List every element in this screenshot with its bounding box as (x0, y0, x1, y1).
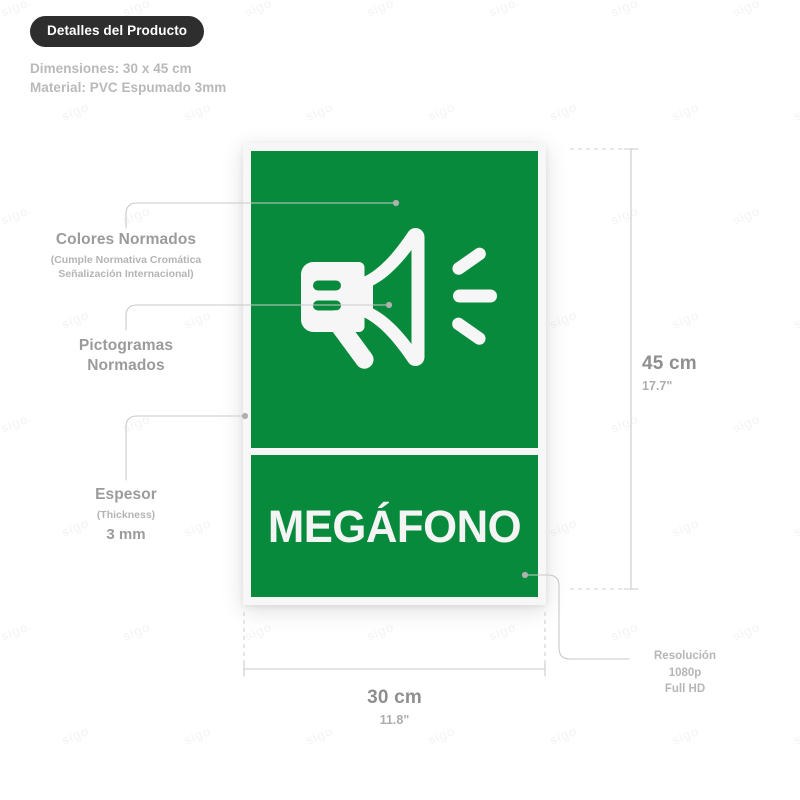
megaphone-icon (301, 227, 497, 369)
height-dimension-cm: 45 cm (642, 353, 697, 374)
watermark-text: sigo (547, 723, 579, 748)
sign-caption-text: MEGÁFONO (267, 500, 522, 552)
watermark-text: sigo (0, 619, 30, 644)
watermark-text: sigo (59, 307, 91, 332)
leader-line-espesor (125, 415, 246, 481)
watermark-text: sigo (669, 99, 701, 124)
resolution-value: 1080p (668, 666, 702, 679)
watermark-text: sigo (791, 307, 800, 332)
resolution-title: Resolución (654, 650, 716, 662)
width-dimension-label: 30 cm 11.8" (307, 686, 482, 728)
callout-espesor-value: 3 mm (106, 526, 146, 544)
watermark-text: sigo (547, 99, 579, 124)
callout-colores-normados: Colores Normados (Cumple Normativa Cromá… (11, 230, 241, 281)
watermark-text: sigo (0, 411, 30, 436)
watermark-text: sigo (303, 99, 335, 124)
watermark-text: sigo (59, 99, 91, 124)
watermark-text: sigo (181, 723, 213, 748)
width-dimension-cm: 30 cm (367, 687, 422, 708)
watermark-text: sigo (120, 619, 152, 644)
watermark-text: sigo (0, 0, 30, 20)
callout-espesor-sub: (Thickness) (96, 509, 156, 522)
watermark-text: sigo (425, 99, 457, 124)
watermark-text: sigo (791, 723, 800, 748)
watermark-text: sigo (242, 619, 274, 644)
watermark-text: sigo (669, 723, 701, 748)
resolution-quality: Full HD (664, 683, 706, 696)
spec-dimensions: Dimensiones: 30 x 45 cm (30, 60, 192, 76)
sign-caption-panel: MEGÁFONO (251, 455, 538, 597)
spec-material: Material: PVC Espumado 3mm (30, 79, 227, 95)
watermark-text: sigo (730, 203, 762, 228)
callout-pictogramas-normados: Pictogramas Normados (11, 336, 241, 376)
watermark-text: sigo (669, 307, 701, 332)
callout-espesor-title: Espesor (95, 486, 157, 503)
watermark-text: sigo (608, 411, 640, 436)
watermark-text: sigo (608, 0, 640, 20)
watermark-text: sigo (547, 307, 579, 332)
callout-colores-sub-2: Señalización Internacional) (58, 268, 194, 281)
callout-colores-sub-1: (Cumple Normativa Cromática (50, 254, 202, 267)
callout-colores-title: Colores Normados (55, 231, 197, 248)
watermark-text: sigo (181, 307, 213, 332)
height-dimension-inches: 17.7" (642, 378, 673, 393)
details-badge: Detalles del Producto (30, 16, 205, 47)
watermark-text: sigo (486, 619, 518, 644)
header-block: Detalles del Producto Dimensiones: 30 x … (30, 16, 226, 97)
width-dimension-inches: 11.8" (379, 712, 410, 727)
watermark-text: sigo (730, 411, 762, 436)
callout-pictogramas-title-2: Normados (87, 357, 165, 375)
callout-pictogramas-title-1: Pictogramas (78, 337, 174, 354)
watermark-text: sigo (59, 723, 91, 748)
watermark-text: sigo (181, 99, 213, 124)
watermark-text: sigo (486, 0, 518, 20)
sign-inner: MEGÁFONO (251, 151, 538, 597)
watermark-text: sigo (120, 203, 152, 228)
watermark-text: sigo (120, 411, 152, 436)
watermark-text: sigo (364, 0, 396, 20)
watermark-text: sigo (791, 99, 800, 124)
watermark-text: sigo (669, 515, 701, 540)
watermark-text: sigo (730, 0, 762, 20)
watermark-text: sigo (730, 619, 762, 644)
spec-list: Dimensiones: 30 x 45 cm Material: PVC Es… (30, 59, 226, 97)
height-dimension-label: 45 cm 17.7" (630, 352, 740, 394)
watermark-text: sigo (608, 203, 640, 228)
watermark-text: sigo (0, 203, 30, 228)
resolution-note: Resolución 1080p Full HD (630, 648, 740, 698)
watermark-text: sigo (791, 515, 800, 540)
watermark-text: sigo (608, 619, 640, 644)
watermark-text: sigo (364, 619, 396, 644)
sign-pictogram-panel (251, 151, 538, 448)
product-sign[interactable]: MEGÁFONO (243, 143, 546, 605)
callout-espesor: Espesor (Thickness) 3 mm (11, 485, 241, 545)
watermark-text: sigo (242, 0, 274, 20)
watermark-text: sigo (547, 515, 579, 540)
